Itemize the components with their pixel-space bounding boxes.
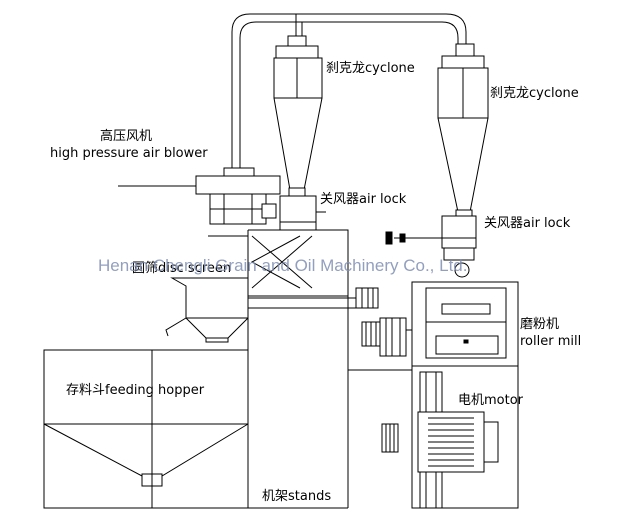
feeding-hopper xyxy=(43,349,249,509)
label-motor: 电机motor xyxy=(458,393,524,408)
label-blower-cn: 高压风机 xyxy=(100,128,152,144)
label-air-lock-1: 关风器air lock xyxy=(320,192,407,207)
label-disc-screen: 圆筛disc screen xyxy=(132,261,231,276)
air-blower xyxy=(118,167,281,225)
label-hopper: 存料斗feeding hopper xyxy=(66,383,205,398)
motor xyxy=(381,365,519,509)
disc-screen xyxy=(165,235,379,343)
air-pipe-inner xyxy=(239,21,459,172)
air-lock-2 xyxy=(385,215,477,249)
label-cyclone-2: 刹克龙cyclone xyxy=(490,86,579,101)
cyclone-2 xyxy=(437,43,489,217)
roller-mill xyxy=(348,247,519,371)
label-air-lock-2: 关风器air lock xyxy=(484,216,571,231)
label-blower-en: high pressure air blower xyxy=(50,146,208,161)
label-roller-mill-en: roller mill xyxy=(520,334,581,349)
label-roller-mill-cn: 磨粉机 xyxy=(520,317,559,332)
label-stands: 机架stands xyxy=(262,489,331,504)
cyclone-1 xyxy=(273,35,323,197)
air-lock-1 xyxy=(279,195,326,231)
watermark: Henan Chengli Grain and Oil Machinery Co… xyxy=(98,256,467,275)
air-pipe xyxy=(231,13,467,172)
label-cyclone-1: 刹克龙cyclone xyxy=(326,61,415,76)
